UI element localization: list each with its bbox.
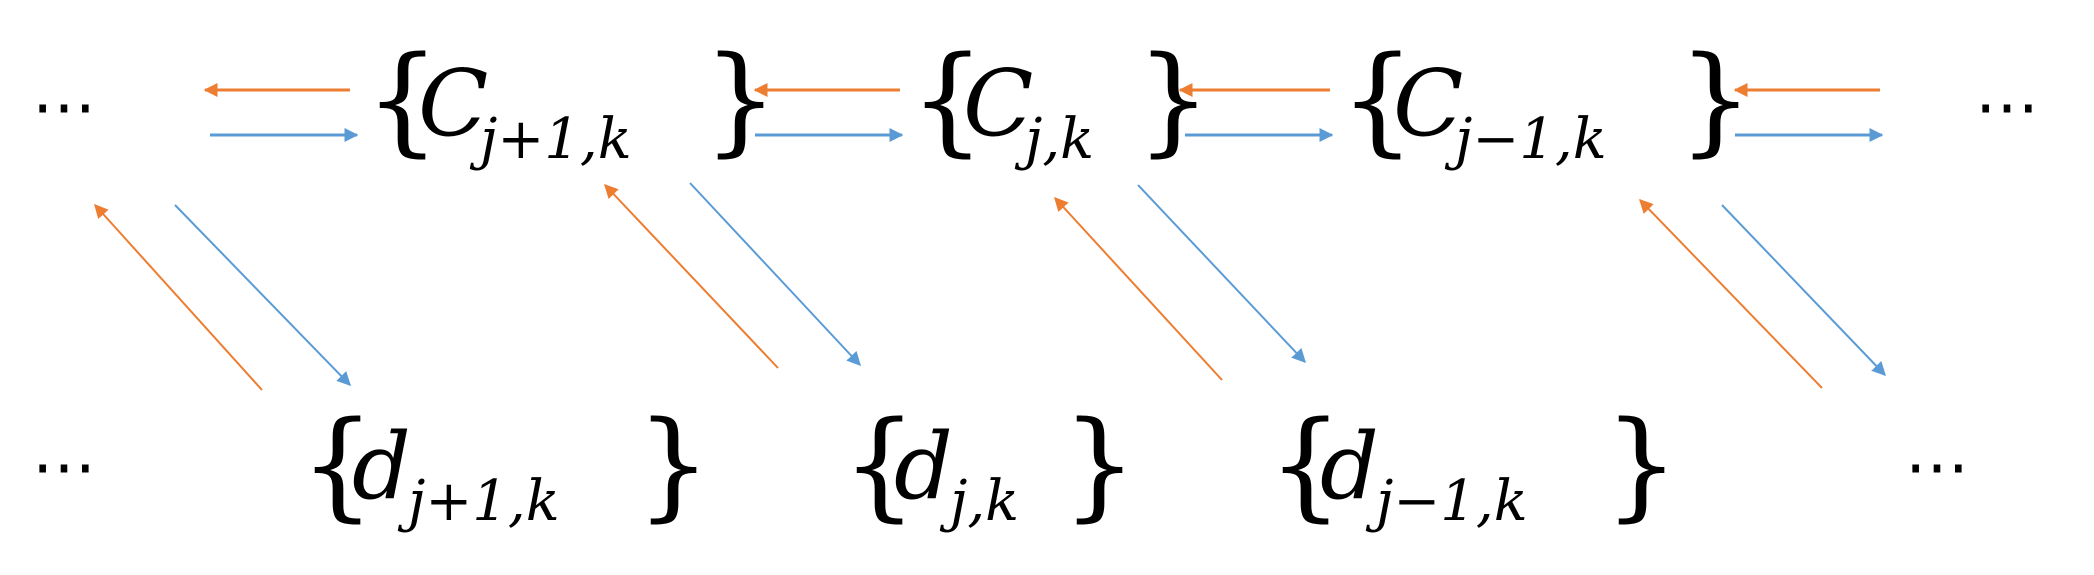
orange-arrow-icon (604, 183, 779, 369)
orange-arrow-icon (1054, 196, 1223, 381)
orange-arrow-icon (1639, 198, 1823, 389)
svg-text:}: } (1604, 395, 1679, 533)
detail-node-j-plus-1: { d j+1,k } (300, 395, 711, 534)
svg-text:{: { (300, 395, 375, 533)
blue-arrow-icon (1137, 184, 1306, 364)
svg-text:}: } (636, 395, 711, 533)
svg-text:{: { (365, 30, 440, 168)
svg-text:}: } (1136, 30, 1211, 168)
svg-text:j,k: j,k (939, 469, 1019, 534)
svg-text:}: } (1062, 395, 1137, 533)
svg-text:j,k: j,k (1014, 107, 1094, 172)
svg-text:C: C (963, 50, 1033, 157)
svg-text:{: { (910, 30, 985, 168)
svg-text:j−1,k: j−1,k (1365, 469, 1528, 534)
svg-text:}: } (703, 30, 778, 168)
svg-text:d: d (1320, 413, 1379, 520)
svg-text:d: d (352, 413, 411, 520)
svg-text:j−1,k: j−1,k (1444, 107, 1607, 172)
svg-text:C: C (1393, 50, 1463, 157)
svg-text:{: { (1340, 30, 1415, 168)
ellipsis-bottom-right: ⋯ (1905, 430, 1969, 504)
approx-node-j: { C j,k } (910, 30, 1211, 172)
detail-node-j-minus-1: { d j−1,k } (1268, 395, 1679, 534)
approx-node-j-minus-1: { C j−1,k } (1340, 30, 1753, 172)
svg-text:j+1,k: j+1,k (397, 469, 560, 534)
ellipsis-bottom-left: ⋯ (32, 430, 96, 504)
svg-text:j+1,k: j+1,k (469, 107, 632, 172)
blue-arrow-icon (174, 204, 351, 387)
ellipsis-top-left: ⋯ (32, 70, 96, 144)
detail-node-j: { d j,k } (842, 395, 1137, 534)
svg-text:d: d (894, 413, 953, 520)
ellipsis-top-right: ⋯ (1975, 70, 2039, 144)
orange-arrow-icon (94, 203, 263, 391)
svg-text:{: { (1268, 395, 1343, 533)
svg-text:}: } (1678, 30, 1753, 168)
svg-text:{: { (842, 395, 917, 533)
svg-text:C: C (418, 50, 488, 157)
blue-arrow-icon (1721, 204, 1886, 377)
approx-node-j-plus-1: { C j+1,k } (365, 30, 778, 172)
blue-arrow-icon (689, 182, 861, 367)
